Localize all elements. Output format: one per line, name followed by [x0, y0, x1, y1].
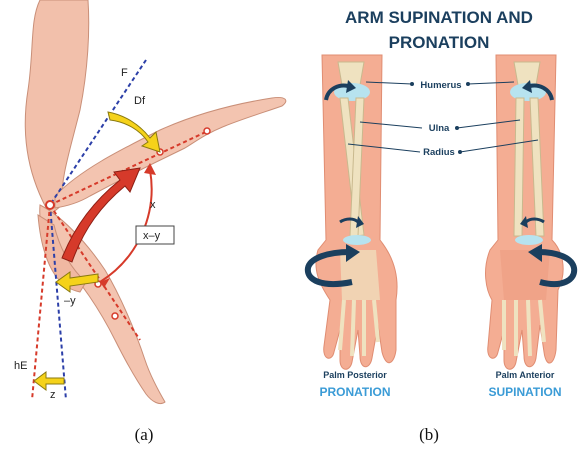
yellow-arrow-hE — [34, 372, 64, 390]
right-arm-supination — [486, 55, 575, 369]
joint-marker-hand-2 — [204, 128, 210, 134]
humerus-leader-left-dot — [410, 82, 414, 86]
right-main-label: SUPINATION — [488, 385, 561, 399]
label-radius: Radius — [423, 147, 455, 158]
label-ulna: Ulna — [429, 123, 450, 134]
label-neg-y: –y — [64, 295, 76, 307]
right-sub-label: Palm Anterior — [496, 370, 555, 380]
right-palm — [500, 250, 550, 300]
label-humerus: Humerus — [420, 80, 461, 91]
supination-pronation-illustration: ARM SUPINATION AND PRONATION — [300, 0, 579, 420]
right-finger-bone-3 — [528, 300, 530, 356]
left-humerus — [338, 62, 364, 85]
joint-marker-forearm-2 — [112, 313, 118, 319]
label-x-minus-y: x–y — [143, 230, 161, 242]
right-ulna — [514, 98, 524, 236]
left-main-label: PRONATION — [319, 385, 390, 399]
title-line-1: ARM SUPINATION AND — [345, 8, 533, 27]
label-F: F — [121, 67, 128, 79]
title-line-2: PRONATION — [389, 33, 490, 52]
left-wrist-cartilage — [343, 235, 371, 245]
left-finger-bone-2 — [352, 300, 354, 356]
label-z: z — [50, 389, 56, 401]
extended-hand-shape — [55, 97, 286, 208]
label-x: x — [150, 199, 156, 211]
panel-b-supination-pronation: ARM SUPINATION AND PRONATION — [300, 0, 579, 420]
left-sub-label: Palm Posterior — [323, 370, 387, 380]
wrist-angle-illustration: F Df x x–y –y hE z — [0, 0, 300, 420]
joint-marker-wrist — [46, 201, 54, 209]
caption-a: (a) — [124, 425, 164, 445]
caption-b: (b) — [409, 425, 449, 445]
right-humerus — [514, 62, 540, 85]
right-wrist-cartilage — [515, 235, 543, 245]
left-arm-pronation — [308, 55, 397, 369]
panel-a-wrist-angle-diagram: F Df x x–y –y hE z — [0, 0, 300, 420]
label-hE: hE — [14, 360, 27, 372]
label-Df: Df — [134, 95, 146, 107]
